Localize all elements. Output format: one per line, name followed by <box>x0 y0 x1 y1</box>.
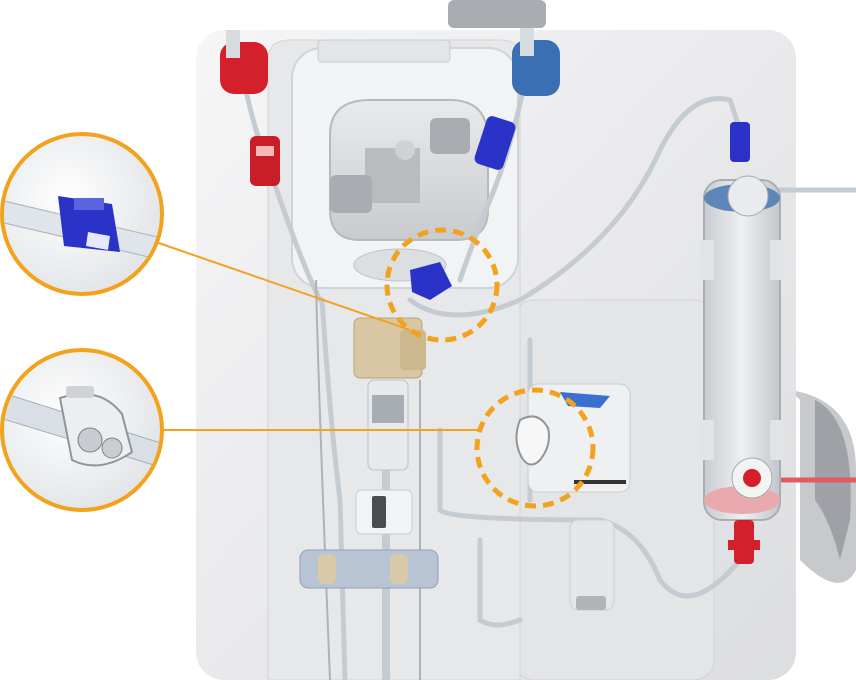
highlight-circle-bottom <box>474 387 596 509</box>
top-cap <box>448 0 546 28</box>
magnifier-callout-icon <box>0 132 164 296</box>
leader-line-top <box>149 239 411 331</box>
tube-clamp-red-icon <box>250 136 280 186</box>
highlight-circle-top <box>384 227 500 343</box>
tube-clamp-blue-icon <box>474 116 516 170</box>
magnifier-callout-zoom-2 <box>0 348 164 512</box>
blue-bottle <box>512 40 560 96</box>
tube-clamp-white-icon <box>515 415 550 466</box>
